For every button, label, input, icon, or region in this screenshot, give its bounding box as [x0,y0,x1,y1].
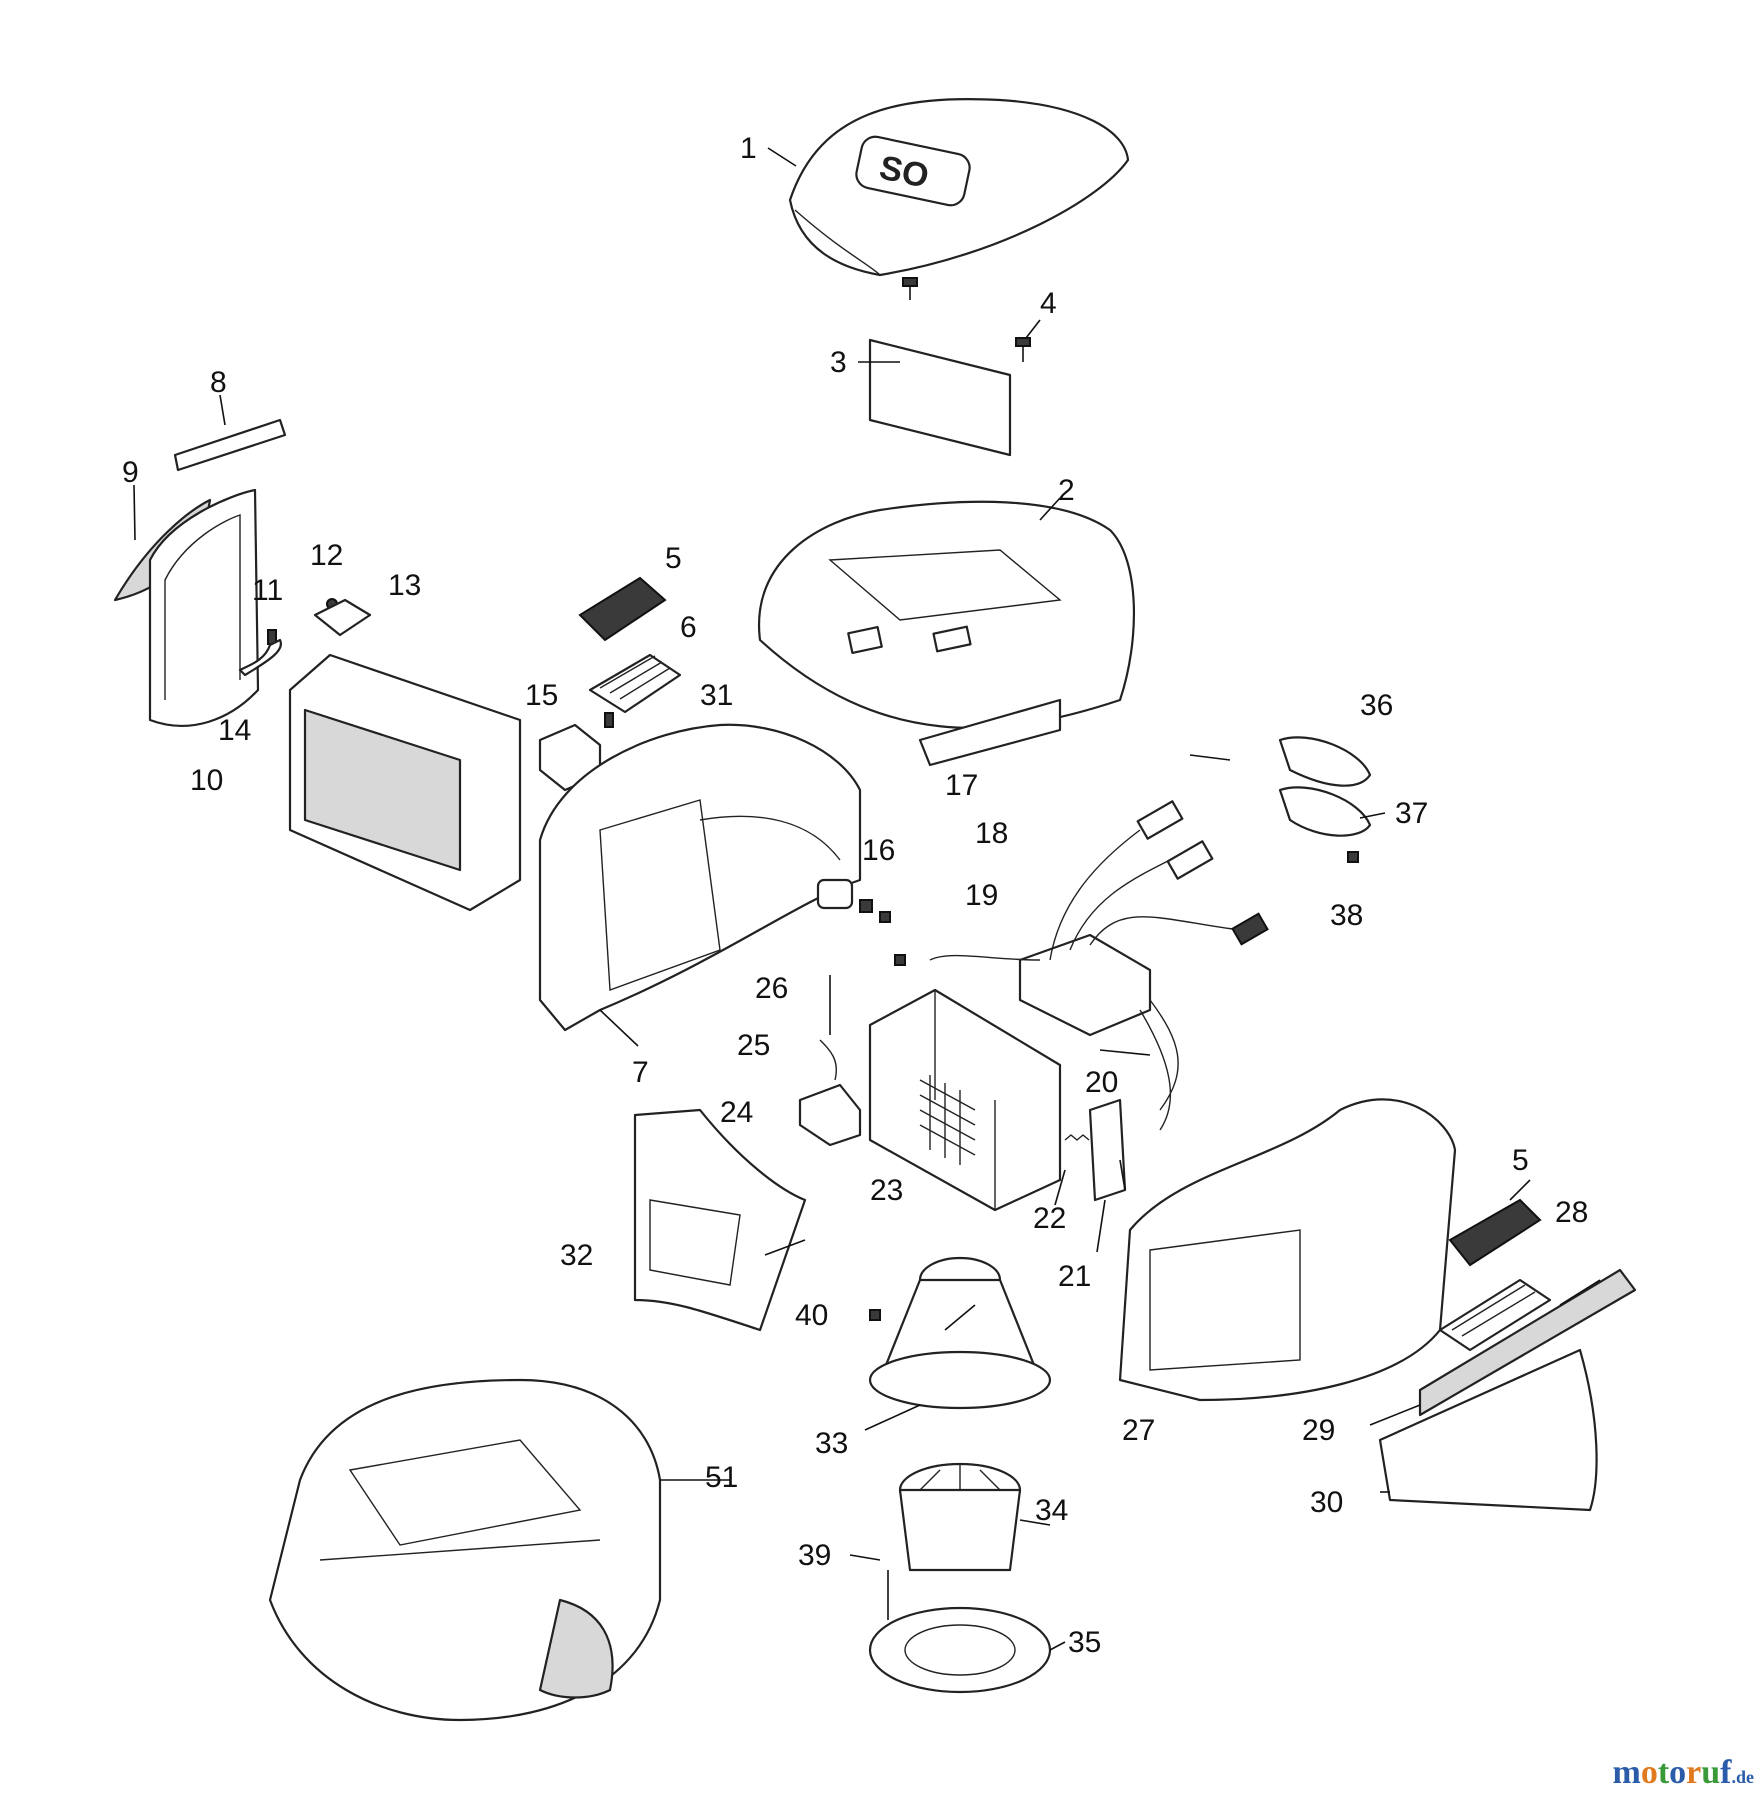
callout-2: 2 [1058,474,1075,507]
callout-11: 11 [252,574,283,607]
part-32-front-cover [633,1108,807,1332]
callout-28: 28 [1555,1196,1588,1229]
callout-5-repeat: 5 [1512,1144,1529,1177]
watermark-letter: r [1686,1754,1702,1791]
part-14-handle [238,638,283,677]
callout-51: 51 [705,1461,738,1494]
part-36-knob-top [1278,736,1372,787]
callout-15: 15 [525,679,558,712]
part-6-grille [588,653,682,714]
callouts: 1 2 3 4 5 6 7 8 9 10 11 12 13 14 15 16 1… [122,132,1588,1659]
part-5-filter-left [578,576,667,642]
callout-22: 22 [1033,1202,1066,1235]
part-2-shell [757,500,1136,767]
part-7-chassis [538,723,862,1032]
part-5-filter-right [1448,1198,1542,1267]
part-13-bracket [313,598,372,637]
callout-27: 27 [1122,1414,1155,1447]
watermark-letter: t [1657,1754,1670,1791]
part-16-switch [816,878,854,910]
callout-14: 14 [218,714,251,747]
part-20-control-board [929,800,1269,1131]
part-3-plate [868,338,1012,457]
callout-33: 33 [815,1427,848,1460]
part-1-top-cover: SO [788,98,1130,277]
callout-10: 10 [190,764,223,797]
watermark: motoruf.de [1613,1754,1755,1792]
part-18-clip [879,911,891,923]
callout-13: 13 [388,569,421,602]
part-24-lever [798,1083,862,1147]
callout-32: 32 [560,1239,593,1272]
part-4-screw [1015,337,1031,362]
part-51-assembled-unit [268,1378,662,1722]
callout-4: 4 [1040,287,1057,320]
part-10-frame [148,488,260,727]
part-25-spring [819,1039,837,1081]
callout-37: 37 [1395,797,1428,830]
callout-35: 35 [1068,1626,1101,1659]
watermark-name: motoruf [1613,1754,1732,1791]
callout-38: 38 [1330,899,1363,932]
part-40-screw [869,1309,881,1321]
part-19-terminal [894,954,906,966]
callout-20: 20 [1085,1066,1118,1099]
watermark-letter: m [1612,1754,1641,1791]
watermark-letter: u [1701,1754,1721,1791]
callout-30: 30 [1310,1486,1343,1519]
callout-34: 34 [1035,1494,1068,1527]
part-29-trim [1418,1268,1637,1417]
callout-17: 17 [945,769,978,802]
part-22-spring [1064,1134,1090,1141]
callout-9: 9 [122,456,139,489]
callout-7: 7 [632,1056,649,1089]
watermark-letter: o [1640,1754,1658,1791]
part-31-screw [604,712,614,728]
callout-1: 1 [740,132,757,165]
callout-21: 21 [1058,1260,1091,1293]
housing-vent-grid [919,1075,976,1165]
callout-19: 19 [965,879,998,912]
callout-40: 40 [795,1299,828,1332]
callout-26: 26 [755,972,788,1005]
part-battery-pack [288,653,522,912]
callout-16: 16 [862,834,895,867]
part-17-clip [859,899,873,913]
part-8-clip [173,418,287,472]
callout-29: 29 [1302,1414,1335,1447]
watermark-letter: o [1669,1754,1687,1791]
callout-39: 39 [798,1539,831,1572]
part-28-grille [1438,1278,1552,1352]
part-27-rear-chassis [1118,1098,1457,1402]
watermark-letter: f [1720,1754,1732,1791]
leader-lines [133,147,1601,1651]
callout-36: 36 [1360,689,1393,722]
callout-6: 6 [680,611,697,644]
watermark-suffix: .de [1731,1767,1755,1787]
part-23-housing [868,988,1062,1212]
part-30-side-panel [1378,1348,1598,1512]
callout-5: 5 [665,542,682,575]
part-21-terminal-block [1088,1098,1127,1202]
callout-31: 31 [700,679,733,712]
callout-8: 8 [210,366,227,399]
callout-24: 24 [720,1096,753,1129]
callout-18: 18 [975,817,1008,850]
part-35-blade-disc [868,1606,1052,1694]
part-33-motor-cover [868,1256,1052,1410]
part-1-screw [902,277,918,300]
part-37-knob-base [1278,786,1372,837]
callout-12: 12 [310,539,343,572]
callout-25: 25 [737,1029,770,1062]
part-38-screw [1347,851,1359,863]
part-34-motor [898,1462,1022,1572]
callout-3: 3 [830,346,847,379]
callout-23: 23 [870,1174,903,1207]
